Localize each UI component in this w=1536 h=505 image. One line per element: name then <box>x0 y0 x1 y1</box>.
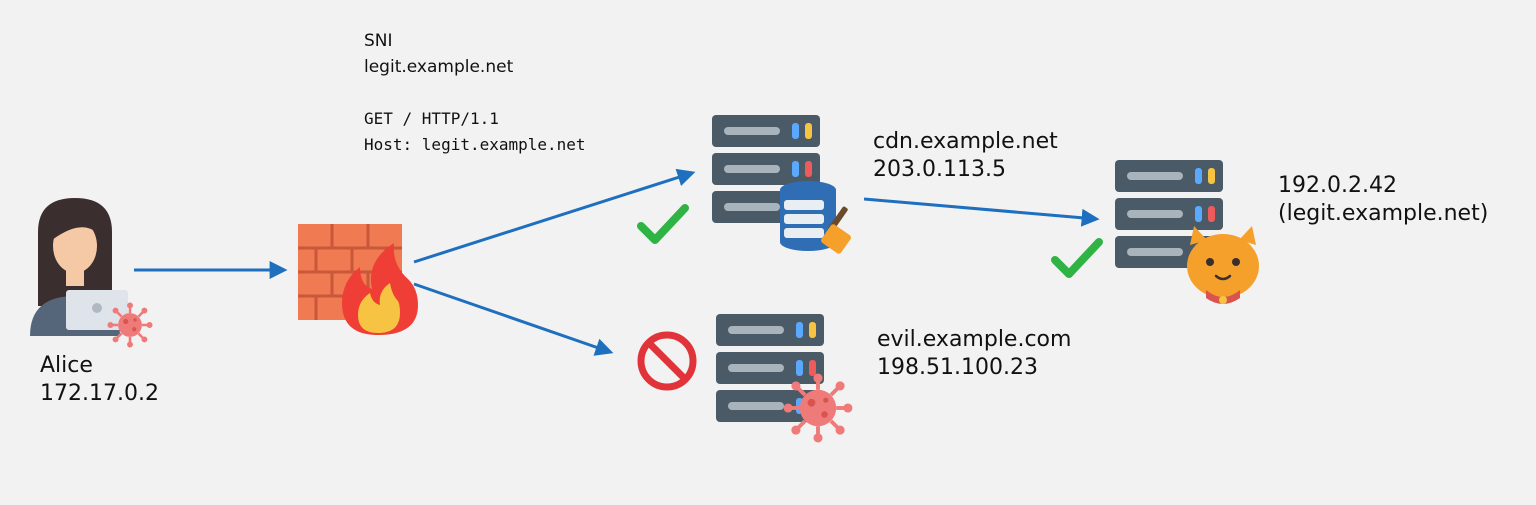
user-icon <box>30 198 128 336</box>
firewall-icon <box>298 224 418 335</box>
evil-label: evil.example.com 198.51.100.23 <box>877 326 1071 382</box>
cdn-ip: 203.0.113.5 <box>873 157 1006 182</box>
cdn-label: cdn.example.net 203.0.113.5 <box>873 128 1058 184</box>
cache-cleaner-icon <box>780 181 851 254</box>
virus-icon <box>106 301 154 349</box>
origin-host: (legit.example.net) <box>1278 201 1489 226</box>
virus-icon <box>781 371 855 445</box>
alice-label: Alice 172.17.0.2 <box>40 352 159 408</box>
alice-ip: 172.17.0.2 <box>40 381 159 406</box>
arrow-firewall-to-cdn <box>413 168 696 264</box>
sni-request-text: SNI legit.example.net GET / HTTP/1.1 Hos… <box>364 28 586 158</box>
cat-icon <box>1187 226 1259 304</box>
http-host-header: Host: legit.example.net <box>364 135 586 154</box>
cdn-host: cdn.example.net <box>873 129 1058 154</box>
origin-ip: 192.0.2.42 <box>1278 173 1397 198</box>
sni-value: legit.example.net <box>364 57 514 77</box>
origin-label: 192.0.2.42 (legit.example.net) <box>1278 172 1488 228</box>
block-icon <box>637 331 697 391</box>
alice-name: Alice <box>40 353 93 378</box>
http-request-line: GET / HTTP/1.1 <box>364 109 499 128</box>
sni-label: SNI <box>364 31 393 51</box>
check-icon <box>637 204 689 244</box>
arrow-cdn-to-origin <box>863 197 1100 227</box>
check-icon <box>1051 238 1103 278</box>
evil-host: evil.example.com <box>877 327 1072 352</box>
arrow-firewall-to-evil <box>413 282 614 356</box>
evil-ip: 198.51.100.23 <box>877 355 1038 380</box>
